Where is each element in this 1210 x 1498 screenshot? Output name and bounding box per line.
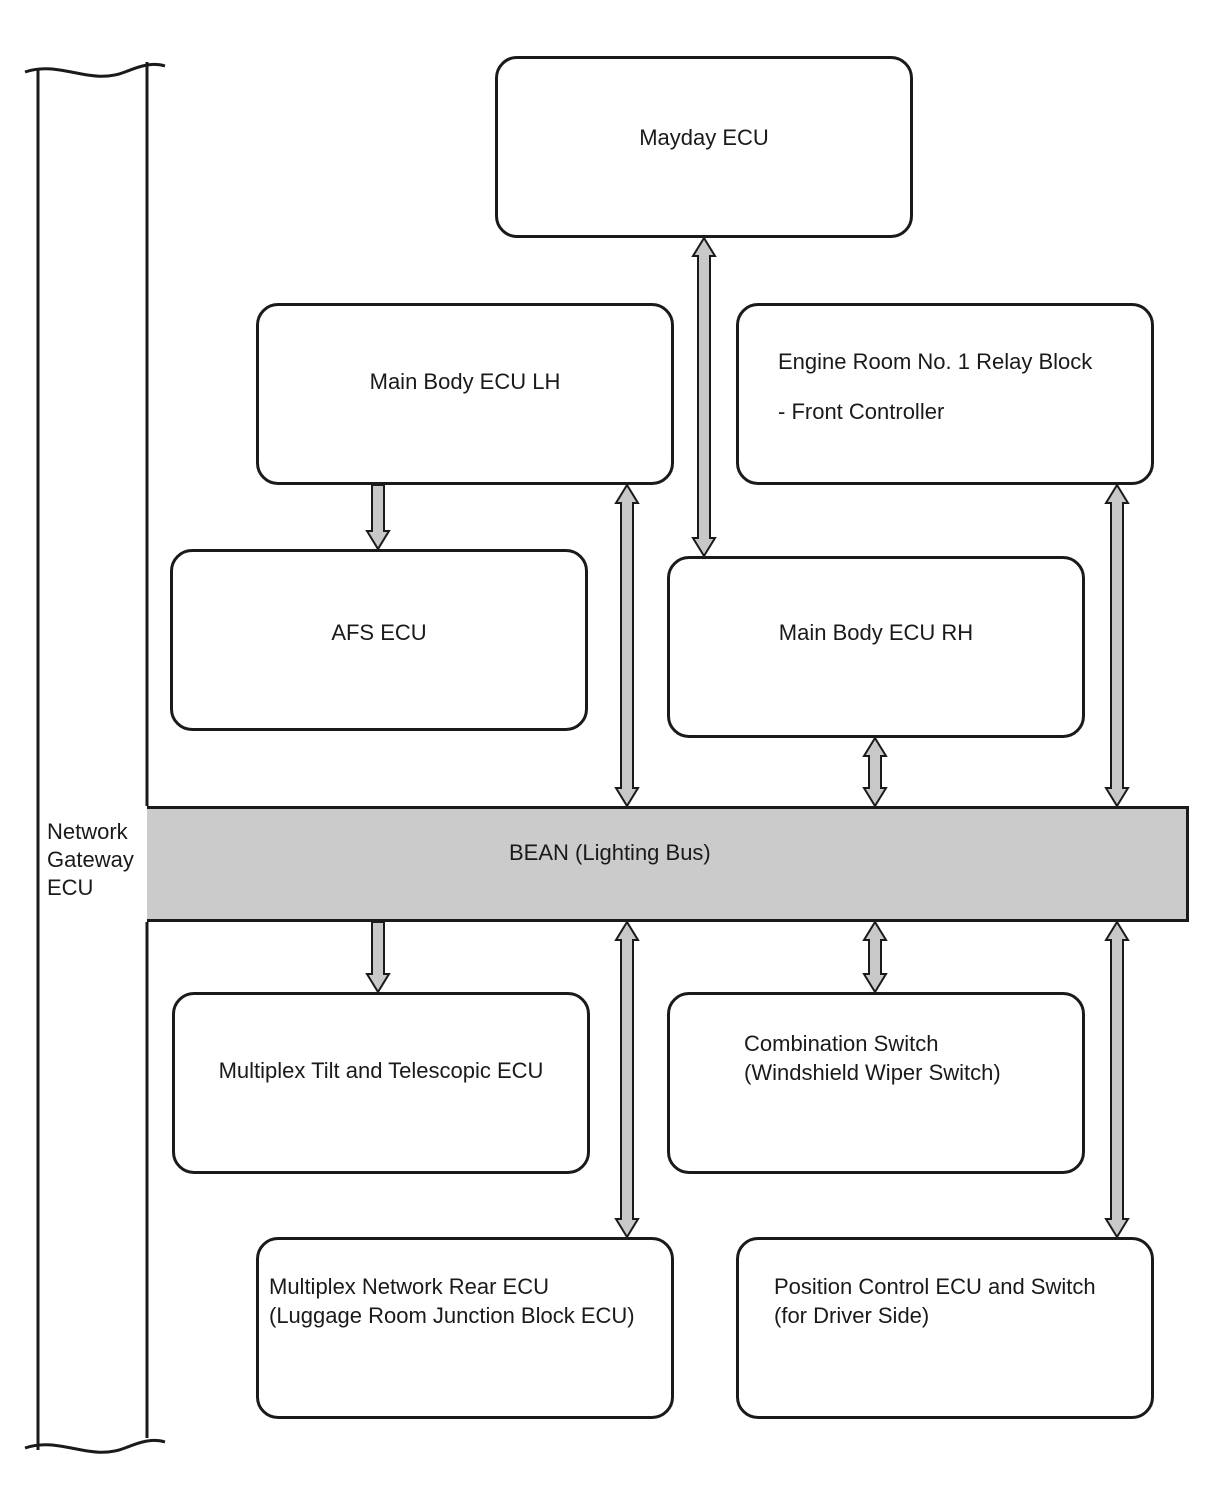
arrow-bus-to-combination-switch xyxy=(862,920,888,994)
front-controller-label: - Front Controller xyxy=(778,399,945,424)
gateway-label-line3: ECU xyxy=(47,875,94,900)
main-body-ecu-lh-box: Main Body ECU LH xyxy=(256,303,674,485)
bus-label: BEAN (Lighting Bus) xyxy=(509,840,711,865)
multiplex-network-rear-ecu-box: Multiplex Network Rear ECU (Luggage Room… xyxy=(256,1237,674,1419)
arrow-engine-room-to-bus xyxy=(1104,483,1130,808)
arrow-main-rh-to-bus xyxy=(862,736,888,808)
driver-side-label: (for Driver Side) xyxy=(774,1303,930,1328)
windshield-wiper-switch-label: (Windshield Wiper Switch) xyxy=(744,1060,1001,1085)
arrow-bus-to-position-control xyxy=(1104,920,1130,1239)
gateway-label-line1: Network xyxy=(47,819,128,844)
arrow-main-lh-to-afs xyxy=(365,484,391,551)
bean-lighting-bus: BEAN (Lighting Bus) xyxy=(147,806,1189,922)
multiplex-tilt-telescopic-ecu-box: Multiplex Tilt and Telescopic ECU xyxy=(172,992,590,1174)
engine-room-relay-block-box: Engine Room No. 1 Relay Block - Front Co… xyxy=(736,303,1154,485)
gateway-column xyxy=(24,62,166,1454)
multiplex-tilt-telescopic-ecu-label: Multiplex Tilt and Telescopic ECU xyxy=(218,1058,544,1083)
afs-ecu-label: AFS ECU xyxy=(331,620,427,645)
luggage-room-junction-block-label: (Luggage Room Junction Block ECU) xyxy=(269,1303,635,1328)
engine-room-relay-block-label: Engine Room No. 1 Relay Block xyxy=(778,349,1093,374)
arrow-bus-to-tilt xyxy=(365,921,391,994)
multiplex-network-rear-ecu-label: Multiplex Network Rear ECU xyxy=(269,1274,549,1299)
arrow-mayday-to-main-rh xyxy=(691,236,717,558)
main-body-ecu-rh-box: Main Body ECU RH xyxy=(667,556,1085,738)
position-control-ecu-box: Position Control ECU and Switch (for Dri… xyxy=(736,1237,1154,1419)
mayday-ecu-label: Mayday ECU xyxy=(639,125,769,150)
position-control-ecu-label: Position Control ECU and Switch xyxy=(774,1274,1096,1299)
gateway-label-line2: Gateway xyxy=(47,847,134,872)
arrow-main-lh-to-bus xyxy=(614,483,640,808)
combination-switch-label: Combination Switch xyxy=(744,1031,939,1056)
main-body-ecu-lh-label: Main Body ECU LH xyxy=(369,369,561,394)
combination-switch-box: Combination Switch (Windshield Wiper Swi… xyxy=(667,992,1085,1174)
arrow-bus-to-rear-ecu xyxy=(614,920,640,1239)
main-body-ecu-rh-label: Main Body ECU RH xyxy=(778,620,974,645)
mayday-ecu-box: Mayday ECU xyxy=(495,56,913,238)
afs-ecu-box: AFS ECU xyxy=(170,549,588,731)
